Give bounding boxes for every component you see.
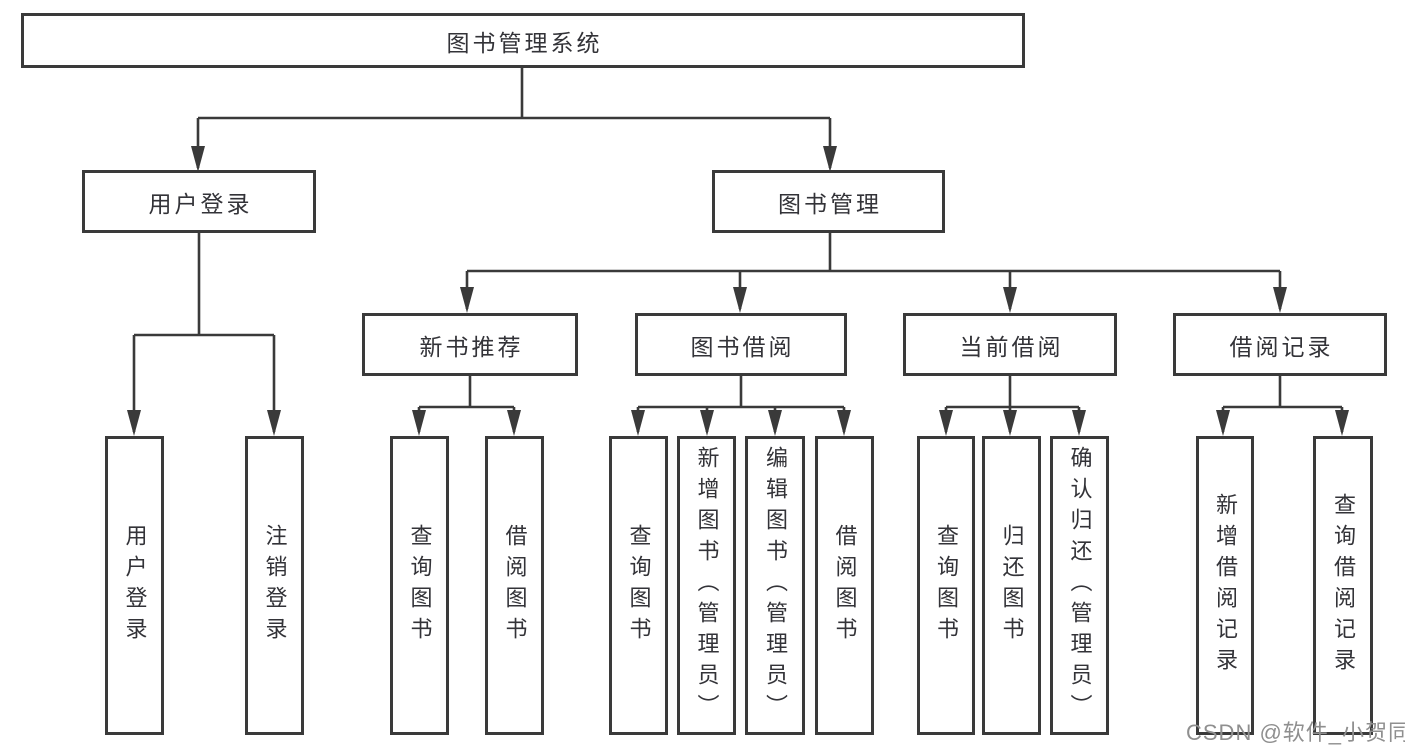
leaf-borrow-borrow-books: 借阅图书	[815, 436, 874, 735]
node-borrow-records: 借阅记录	[1173, 313, 1387, 376]
leaf-logout-login-label: 注销登录	[262, 523, 288, 648]
node-book-management: 图书管理	[712, 170, 945, 233]
node-borrow-records-label: 借阅记录	[1229, 333, 1334, 360]
leaf-current-return-books-label: 归还图书	[999, 523, 1025, 648]
node-library-system: 图书管理系统	[21, 13, 1025, 68]
leaf-user-login: 用户登录	[105, 436, 164, 735]
node-user-login-label: 用户登录	[148, 190, 253, 217]
leaf-newbook-query-books: 查询图书	[390, 436, 449, 735]
leaf-records-add-record: 新增借阅记录	[1196, 436, 1254, 735]
node-user-login: 用户登录	[82, 170, 316, 233]
leaf-borrow-query-books: 查询图书	[609, 436, 668, 735]
node-current-borrow-label: 当前借阅	[959, 333, 1064, 360]
node-new-book-recommend: 新书推荐	[362, 313, 578, 376]
leaf-borrow-edit-books-admin: 编辑图书（管理员）	[745, 436, 805, 735]
leaf-current-return-books: 归还图书	[982, 436, 1041, 735]
node-library-system-label: 图书管理系统	[446, 29, 603, 56]
leaf-borrow-add-books-admin-label: 新增图书（管理员）	[694, 446, 720, 725]
node-current-borrow: 当前借阅	[903, 313, 1117, 376]
leaf-current-confirm-return-admin-label: 确认归还（管理员）	[1067, 446, 1093, 725]
leaf-borrow-add-books-admin: 新增图书（管理员）	[677, 436, 736, 735]
leaf-user-login-label: 用户登录	[122, 523, 148, 648]
leaf-newbook-borrow-books: 借阅图书	[485, 436, 544, 735]
arrowheads	[127, 146, 1349, 436]
leaf-newbook-query-books-label: 查询图书	[407, 523, 433, 648]
leaf-records-query-record: 查询借阅记录	[1313, 436, 1373, 735]
leaf-current-confirm-return-admin: 确认归还（管理员）	[1050, 436, 1109, 735]
node-book-management-label: 图书管理	[778, 190, 882, 217]
watermark: CSDN @软件_小贺同学	[1186, 720, 1405, 745]
leaf-logout-login: 注销登录	[245, 436, 304, 735]
leaf-records-query-record-label: 查询借阅记录	[1331, 492, 1356, 679]
node-book-borrow-label: 图书借阅	[690, 333, 795, 360]
leaf-borrow-edit-books-admin-label: 编辑图书（管理员）	[763, 446, 788, 725]
leaf-newbook-borrow-books-label: 借阅图书	[502, 523, 528, 648]
leaf-current-query-books-label: 查询图书	[934, 523, 959, 648]
node-new-book-recommend-label: 新书推荐	[419, 333, 524, 360]
leaf-current-query-books: 查询图书	[917, 436, 975, 735]
leaf-records-add-record-label: 新增借阅记录	[1213, 492, 1238, 679]
leaf-borrow-query-books-label: 查询图书	[626, 523, 652, 648]
leaf-borrow-borrow-books-label: 借阅图书	[832, 523, 858, 648]
node-book-borrow: 图书借阅	[635, 313, 847, 376]
